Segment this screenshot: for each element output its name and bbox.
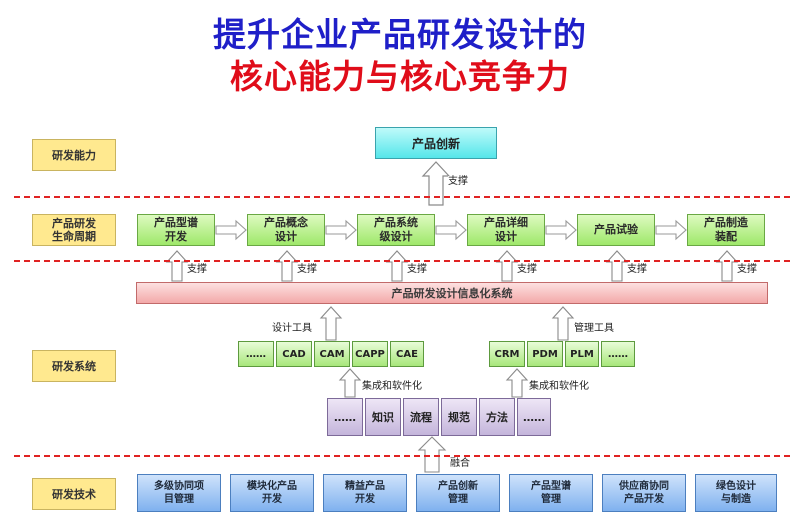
knowledge-item-process: 流程 [403,398,439,436]
integration-label-left: 集成和软件化 [362,381,422,393]
design-tool-cad: CAD [276,341,312,367]
up-arrow-top [421,161,451,206]
tech-6: 绿色设计 与制造 [695,474,777,512]
knowledge-item-knowledge: 知识 [365,398,401,436]
design-tools-label: 设计工具 [272,323,312,335]
row-label-capability: 研发能力 [32,139,116,171]
row-label-system: 研发系统 [32,350,116,382]
product-innovation-box: 产品创新 [375,127,497,159]
knowledge-item-method: 方法 [479,398,515,436]
design-tool-cae: CAE [390,341,424,367]
design-tool-cam: CAM [314,341,350,367]
support-arrows [165,250,739,282]
support-label-4: 支撑 [627,264,647,276]
tech-4: 产品型谱 管理 [509,474,593,512]
mgmt-tool-more: …… [601,341,635,367]
support-label-3: 支撑 [517,264,537,276]
stage-4: 产品试验 [577,214,655,246]
separator-2 [14,260,790,262]
stage-flow-arrows [215,219,687,241]
row-label-technology: 研发技术 [32,478,116,510]
tech-2: 精益产品 开发 [323,474,407,512]
design-tool-capp: CAPP [352,341,388,367]
mgmt-tools-label: 管理工具 [574,323,614,335]
stage-3: 产品详细 设计 [467,214,545,246]
tech-0: 多级协同项 目管理 [137,474,221,512]
knowledge-item-more: …… [517,398,551,436]
info-system-bar: 产品研发设计信息化系统 [136,282,768,304]
knowledge-item-standard: 规范 [441,398,477,436]
stage-2: 产品系统 级设计 [357,214,435,246]
stage-5: 产品制造 装配 [687,214,765,246]
knowledge-item-0: …… [327,398,363,436]
row-label-lifecycle: 产品研发 生命周期 [32,214,116,246]
support-label-1: 支撑 [297,264,317,276]
mgmt-tool-plm: PLM [565,341,599,367]
separator-3 [14,455,790,457]
support-label-2: 支撑 [407,264,427,276]
title-line-2: 核心能力与核心竞争力 [230,57,570,96]
tech-1: 模块化产品 开发 [230,474,314,512]
support-label-top: 支撑 [448,176,468,188]
support-label-5: 支撑 [737,264,757,276]
tech-3: 产品创新 管理 [416,474,500,512]
support-label-0: 支撑 [187,264,207,276]
stage-1: 产品概念 设计 [247,214,325,246]
title-line-1: 提升企业产品研发设计的 [213,15,587,54]
integration-label-right: 集成和软件化 [529,381,589,393]
mgmt-tool-crm: CRM [489,341,525,367]
design-tool-0: …… [238,341,274,367]
separator-1 [14,196,790,198]
tech-5: 供应商协同 产品开发 [602,474,686,512]
fusion-label: 融合 [450,458,470,470]
stage-0: 产品型谱 开发 [137,214,215,246]
mgmt-tool-pdm: PDM [527,341,563,367]
